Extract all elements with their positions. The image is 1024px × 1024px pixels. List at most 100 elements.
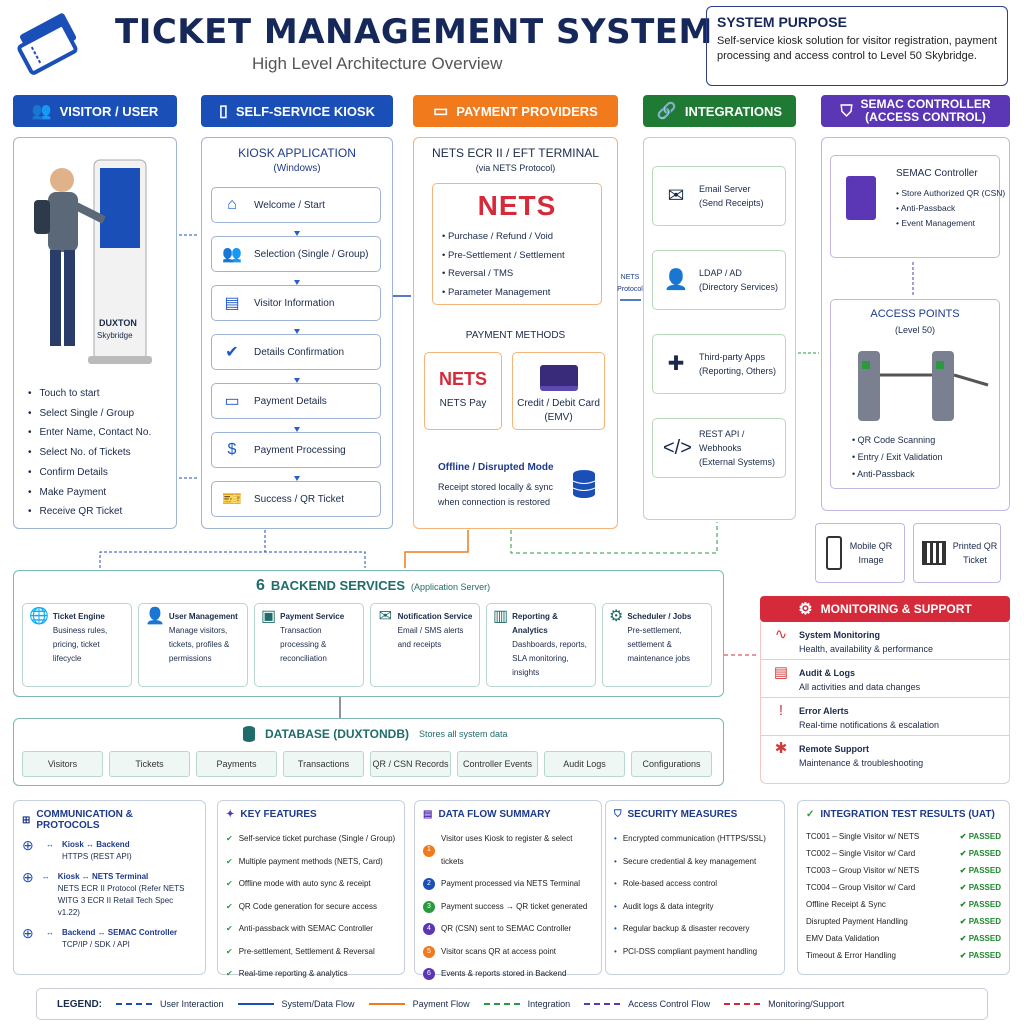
uat-item: TC001 – Single Visitor w/ NETS✔ PASSED	[806, 828, 1001, 845]
kiosk-step-label: Visitor Information	[254, 297, 335, 309]
uat-status: ✔ PASSED	[959, 900, 1001, 909]
purpose-text: Self-service kiosk solution for visitor …	[717, 35, 997, 62]
integration-title: LDAP / AD	[699, 268, 742, 278]
step-arrow	[211, 468, 383, 481]
mobile-qr-label: Mobile QR Image	[849, 541, 893, 565]
database-table-chip: Configurations	[631, 751, 712, 777]
integration-list: ✉Email Server(Send Receipts)👤LDAP / AD(D…	[652, 166, 786, 502]
database-table-chip: Controller Events	[457, 751, 538, 777]
service-title: Ticket Engine	[52, 612, 105, 621]
group-icon: 👥	[222, 246, 242, 263]
integration-sub: (Send Receipts)	[699, 198, 764, 208]
mail-icon: ✉	[378, 608, 393, 625]
payment-methods-title: PAYMENT METHODS	[465, 330, 566, 341]
features-title: KEY FEATURES	[240, 809, 317, 820]
arrow-icon: ↔	[46, 840, 54, 849]
service-desc: Business rules, pricing, ticket lifecycl…	[52, 626, 108, 663]
visitor-action-item: •Make Payment	[28, 483, 173, 503]
access-point-item: • QR Code Scanning	[852, 435, 936, 445]
uat-test-name: EMV Data Validation	[806, 934, 880, 943]
database-table-chip: Transactions	[283, 751, 364, 777]
service-desc: Transaction processing & reconciliation	[280, 626, 327, 663]
bullet: •	[28, 388, 32, 399]
controller-icon: ⊕	[22, 925, 34, 941]
terminal-title: NETS ECR II / EFT TERMINAL	[432, 146, 599, 160]
feature-item: ✔Anti-passback with SEMAC Controller	[226, 918, 396, 941]
check-circle-icon: ✓	[806, 809, 815, 820]
security-item: •Encrypted communication (HTTPS/SSL)	[614, 828, 776, 851]
integration-title: Third-party Apps	[699, 352, 766, 362]
nets-function-item: • Purchase / Refund / Void	[442, 231, 554, 242]
step-arrow	[211, 321, 383, 334]
comms-title: COMMUNICATION & PROTOCOLS	[36, 809, 133, 831]
printed-qr-card: Printed QR Ticket	[913, 523, 1001, 583]
bullet: •	[28, 407, 32, 419]
integration-title: REST API / Webhooks	[699, 429, 745, 453]
legend-item: User Interaction	[116, 999, 224, 1009]
bullet: •	[28, 447, 32, 459]
printed-qr-label: Printed QR Ticket	[952, 541, 998, 565]
security-text: Regular backup & disaster recovery	[622, 924, 750, 933]
comms-detail: NETS ECR II Protocol (Refer NETS WITG 3 …	[57, 884, 185, 917]
security-title: SECURITY MEASURES	[627, 809, 738, 820]
service-title: Payment Service	[280, 612, 345, 621]
uat-status: ✔ PASSED	[959, 849, 1001, 858]
header-payment-label: PAYMENT PROVIDERS	[456, 103, 598, 119]
kiosk-app-subtitle: (Windows)	[273, 163, 321, 174]
security-item: •Audit logs & data integrity	[614, 896, 776, 919]
database-subtitle: Stores all system data	[419, 729, 508, 739]
controller-device-icon	[846, 176, 876, 220]
uat-status: ✔ PASSED	[959, 917, 1001, 926]
uat-test-name: TC003 – Group Visitor w/ NETS	[806, 866, 920, 875]
legend-line	[584, 1003, 621, 1005]
pulse-icon: ∿	[774, 626, 788, 643]
integration-sub: (External Systems)	[699, 457, 776, 467]
feature-item: ✔QR Code generation for secure access	[226, 896, 396, 919]
visitor-action-item: •Confirm Details	[28, 463, 173, 483]
backend-title: BACKEND SERVICES	[270, 578, 406, 593]
turnstile-illustration	[850, 345, 990, 425]
uat-test-name: TC002 – Single Visitor w/ Card	[806, 849, 916, 858]
page-title: TICKET MANAGEMENT SYSTEM	[115, 12, 713, 52]
semac-controller-list: • Store Authorized QR (CSN)• Anti-Passba…	[896, 186, 1006, 231]
bullet: •	[614, 924, 617, 933]
uat-status: ✔ PASSED	[959, 866, 1001, 875]
monitoring-item-desc: Real-time notifications & escalation	[799, 720, 940, 730]
header-integrations-label: INTEGRATIONS	[684, 103, 783, 119]
dataflow-text: Visitor scans QR at access point	[441, 946, 557, 956]
arrow-down-icon	[294, 280, 300, 285]
user-icon: 👤	[145, 608, 165, 625]
visitor-action-text: Select No. of Tickets	[39, 447, 131, 459]
check-icon: ✔	[226, 879, 233, 888]
security-item: •PCI-DSS compliant payment handling	[614, 941, 776, 964]
feature-item: ✔Self-service ticket purchase (Single / …	[226, 828, 396, 851]
kiosk-backend-link	[99, 530, 366, 568]
access-point-item: • Anti-Passback	[852, 469, 915, 479]
step-number: 1	[423, 844, 435, 857]
security-text: Encrypted communication (HTTPS/SSL)	[622, 834, 766, 843]
header-payment: ▭PAYMENT PROVIDERS	[413, 95, 618, 127]
database-table-chip: Payments	[196, 751, 277, 777]
dataflow-title: DATA FLOW SUMMARY	[438, 809, 551, 820]
semac-controller-title: SEMAC Controller	[896, 168, 978, 179]
check-icon: ✔	[226, 924, 233, 933]
header-kiosk: ▯SELF-SERVICE KIOSK	[201, 95, 393, 127]
feature-item: ✔Multiple payment methods (NETS, Card)	[226, 851, 396, 874]
purpose-title: SYSTEM PURPOSE	[717, 14, 847, 30]
mail-icon: ✉	[667, 185, 685, 207]
dataflow-text: Events & reports stored in Backend	[441, 969, 567, 978]
header-kiosk-label: SELF-SERVICE KIOSK	[235, 103, 375, 119]
comms-panel: ⊞COMMUNICATION & PROTOCOLS ⊕↔Kiosk ↔ Bac…	[13, 800, 206, 975]
comms-detail: HTTPS (REST API)	[62, 852, 132, 861]
offline-text: Receipt stored locally & sync when conne…	[438, 482, 554, 507]
legend-item: Monitoring/Support	[724, 999, 844, 1009]
arrow-down-icon	[294, 476, 300, 481]
security-item: •Secure credential & key management	[614, 851, 776, 874]
